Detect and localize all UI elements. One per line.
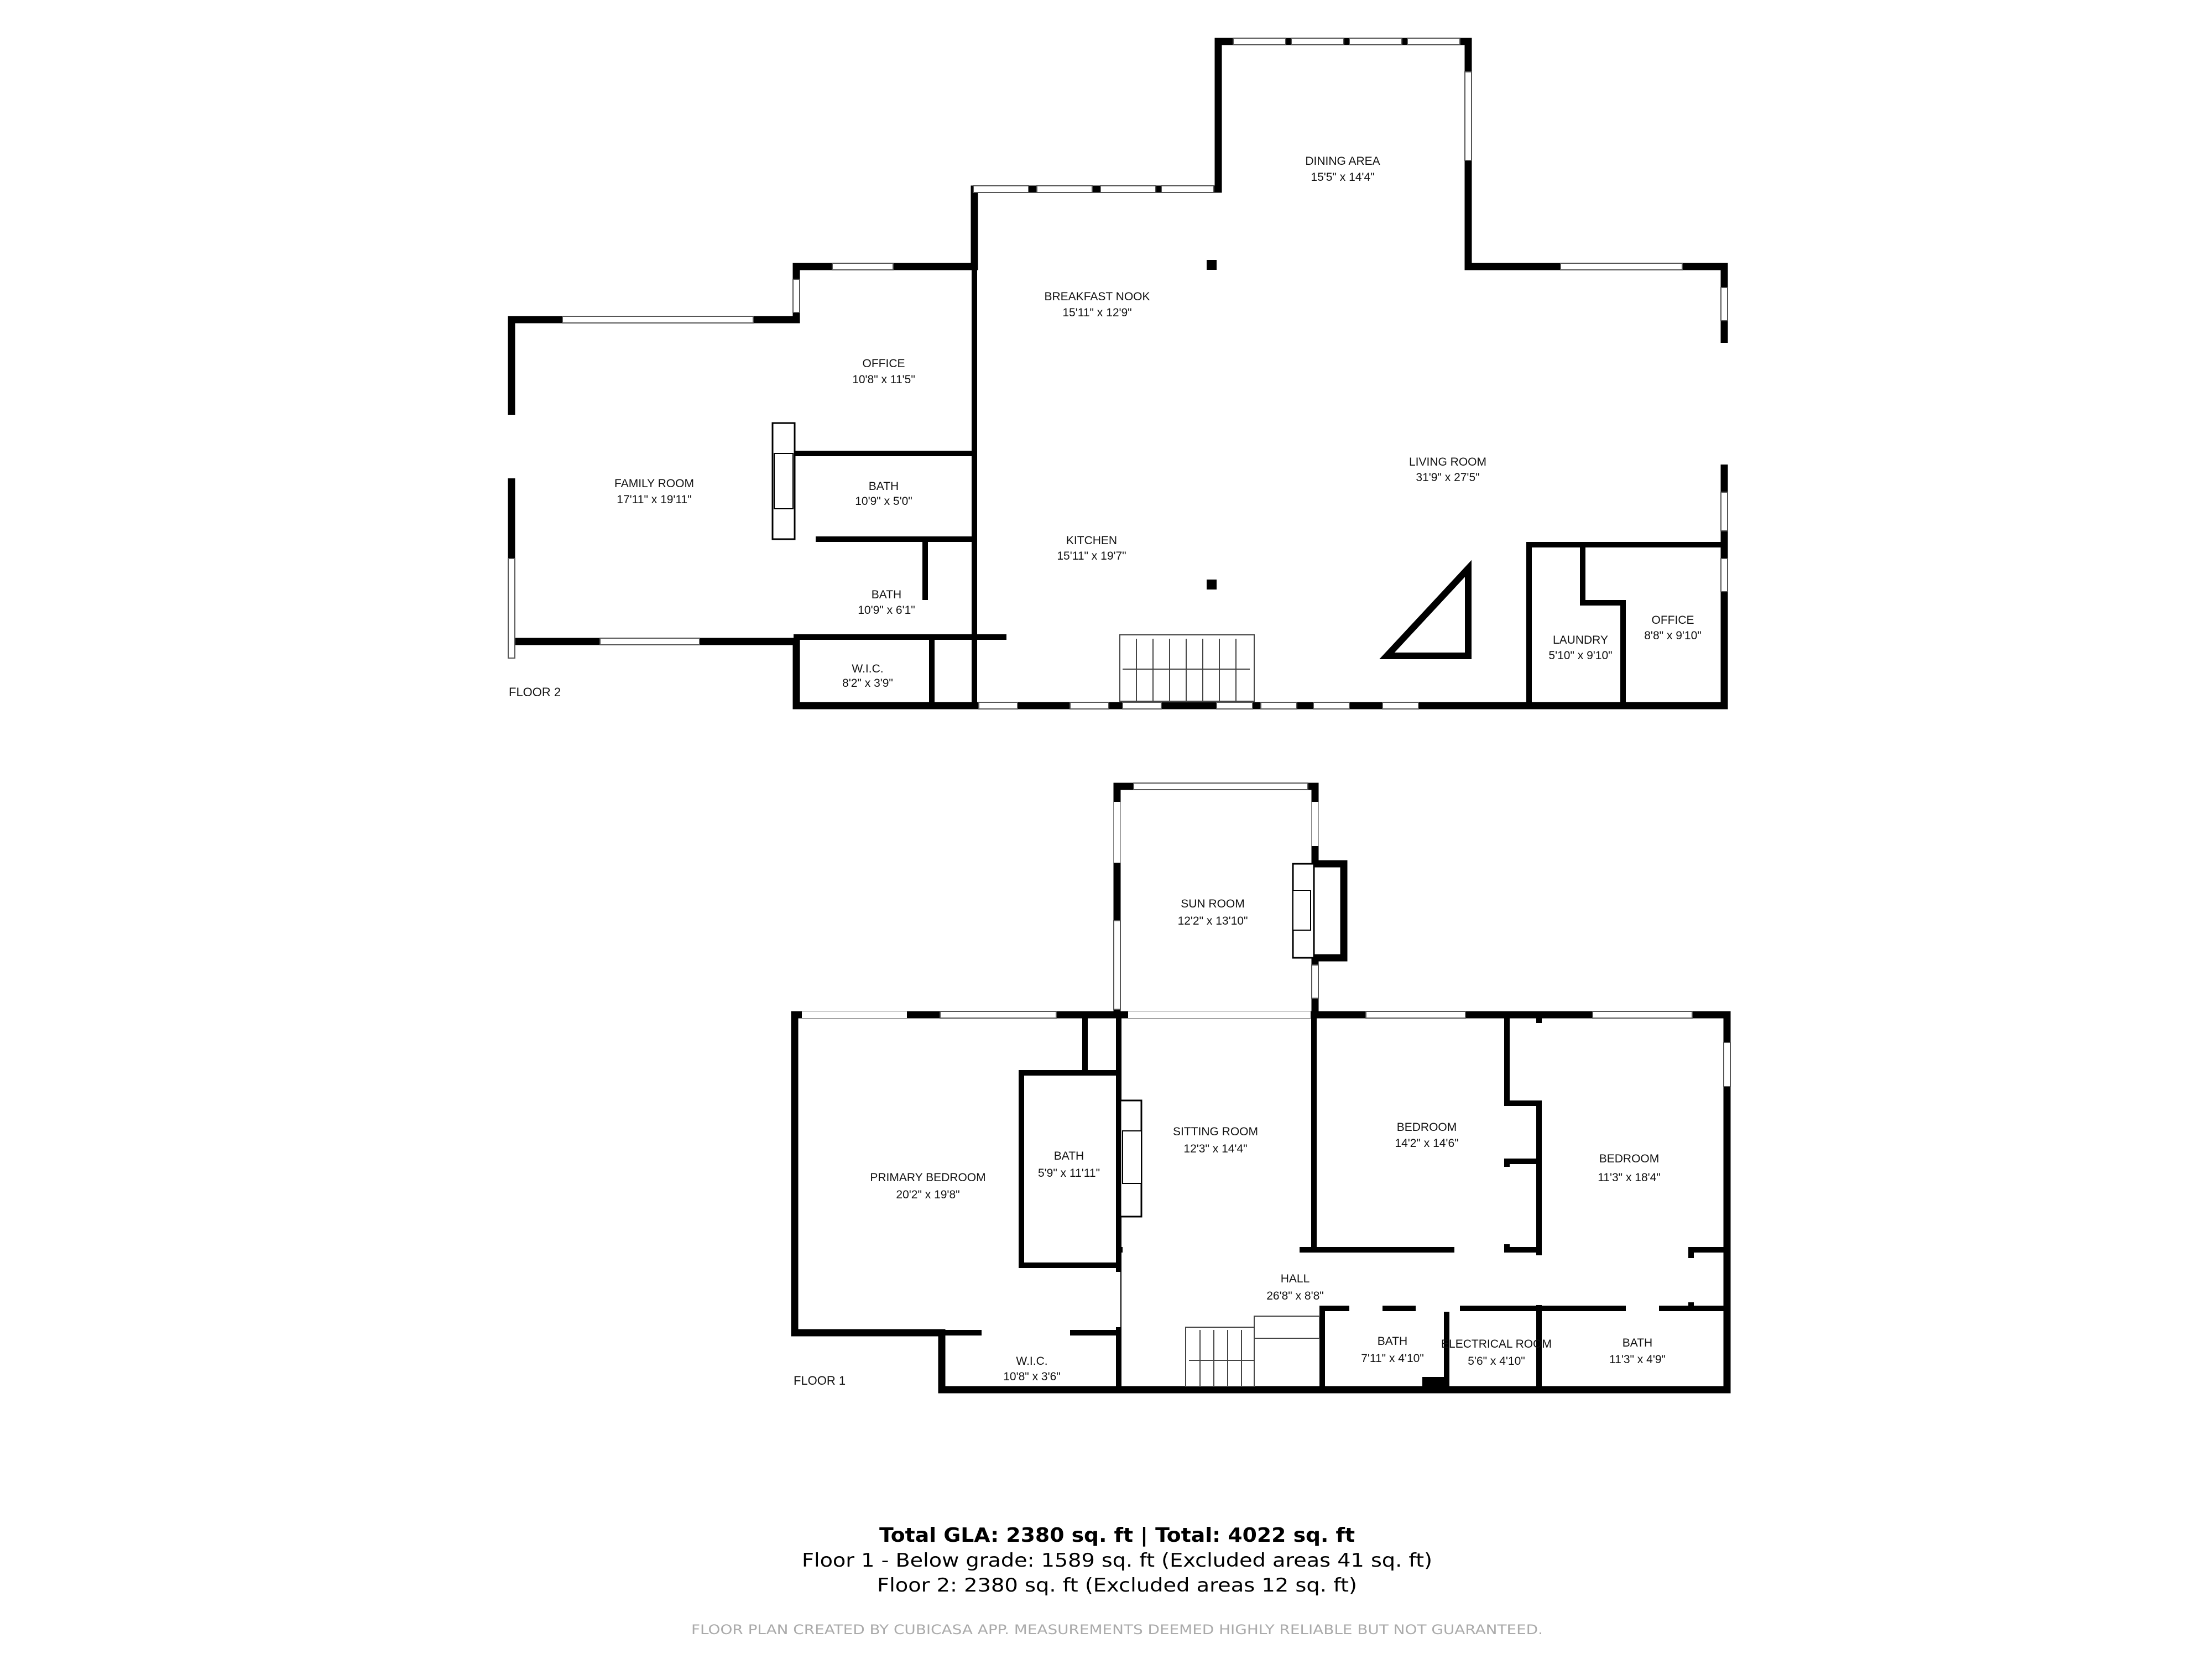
floor-1-room-labels: SUN ROOM 12'2" x 13'10" SITTING ROOM 12'… xyxy=(870,898,1666,1383)
room-size: 7'11" x 4'10" xyxy=(1361,1352,1424,1365)
room-name: BATH xyxy=(1378,1335,1407,1348)
fireplace xyxy=(771,422,796,540)
room-size: 12'3" x 14'4" xyxy=(1183,1142,1247,1155)
room-name: W.I.C. xyxy=(852,662,883,675)
room-name: BEDROOM xyxy=(1599,1152,1660,1165)
pillar xyxy=(1207,580,1217,589)
room-name: DINING AREA xyxy=(1305,155,1380,168)
room-size: 12'2" x 13'10" xyxy=(1178,915,1248,927)
room-name: OFFICE xyxy=(863,357,905,370)
room-size: 15'11" x 12'9" xyxy=(1062,306,1131,319)
room-size: 20'2" x 19'8" xyxy=(896,1188,959,1201)
room-size: 5'9" x 11'11" xyxy=(1038,1167,1100,1180)
room-name: BATH xyxy=(1623,1337,1652,1349)
room-size: 15'5" x 14'4" xyxy=(1311,171,1374,184)
room-size: 26'8" x 8'8" xyxy=(1266,1290,1324,1302)
room-size: 31'9" x 27'5" xyxy=(1416,471,1479,484)
room-size: 15'11" x 19'7" xyxy=(1057,550,1126,562)
pillar xyxy=(1207,260,1217,270)
area-summary: Total GLA: 2380 sq. ft | Total: 4022 sq.… xyxy=(691,1524,1543,1637)
room-name: W.I.C. xyxy=(1016,1355,1047,1368)
room-name: LIVING ROOM xyxy=(1409,456,1486,468)
fireplace xyxy=(1292,863,1315,959)
windows-floor-1 xyxy=(940,782,1731,1087)
room-size: 10'8" x 3'6" xyxy=(1003,1370,1061,1383)
room-name: OFFICE xyxy=(1652,614,1694,627)
floor-2-area: Floor 2: 2380 sq. ft (Excluded areas 12 … xyxy=(877,1574,1357,1597)
stairs-floor-2 xyxy=(1119,634,1255,702)
floor-1-area: Floor 1 - Below grade: 1589 sq. ft (Excl… xyxy=(802,1550,1432,1572)
room-size: 11'3" x 4'9" xyxy=(1609,1353,1666,1366)
disclaimer: FLOOR PLAN CREATED BY CUBICASA APP. MEAS… xyxy=(691,1622,1543,1637)
room-name: BATH xyxy=(869,480,899,493)
fireplace xyxy=(1119,1099,1142,1218)
room-name: KITCHEN xyxy=(1066,534,1117,547)
room-name: ELECTRICAL ROOM xyxy=(1441,1338,1552,1350)
room-name: BEDROOM xyxy=(1397,1121,1457,1134)
room-size: 10'8" x 11'5" xyxy=(852,373,915,386)
doorways-floor-1 xyxy=(802,1011,1694,1336)
room-size: 11'3" x 18'4" xyxy=(1598,1171,1661,1184)
room-name: BATH xyxy=(872,588,901,601)
room-size: 10'9" x 5'0" xyxy=(855,495,912,508)
floor-2-label: FLOOR 2 xyxy=(509,685,561,699)
room-size: 17'11" x 19'11" xyxy=(617,493,691,506)
floor-2-plan: DINING AREA 15'5" x 14'4" BREAKFAST NOOK… xyxy=(506,38,1730,709)
room-size: 8'8" x 9'10" xyxy=(1644,629,1702,642)
stairs-floor-1 xyxy=(1185,1316,1320,1387)
room-size: 14'2" x 14'6" xyxy=(1395,1137,1458,1150)
windows-floor-2 xyxy=(506,38,1730,709)
room-name: PRIMARY BEDROOM xyxy=(870,1171,985,1184)
room-size: 8'2" x 3'9" xyxy=(842,677,893,690)
room-size: 5'6" x 4'10" xyxy=(1468,1355,1525,1368)
room-name: HALL xyxy=(1281,1272,1310,1285)
room-name: BATH xyxy=(1054,1150,1084,1162)
room-name: LAUNDRY xyxy=(1553,634,1608,646)
room-name: SITTING ROOM xyxy=(1173,1125,1258,1138)
room-size: 10'9" x 6'1" xyxy=(858,604,915,617)
room-name: SUN ROOM xyxy=(1181,898,1245,910)
total-area: Total GLA: 2380 sq. ft | Total: 4022 sq.… xyxy=(879,1524,1355,1547)
room-size: 5'10" x 9'10" xyxy=(1548,649,1612,662)
room-name: FAMILY ROOM xyxy=(614,477,694,490)
floor-2-room-labels: DINING AREA 15'5" x 14'4" BREAKFAST NOOK… xyxy=(614,155,1702,690)
floor-1-plan: SUN ROOM 12'2" x 13'10" SITTING ROOM 12'… xyxy=(791,782,1731,1394)
room-name: BREAKFAST NOOK xyxy=(1045,290,1150,303)
triangular-fixture xyxy=(1379,560,1472,659)
floor-1-label: FLOOR 1 xyxy=(794,1374,846,1387)
